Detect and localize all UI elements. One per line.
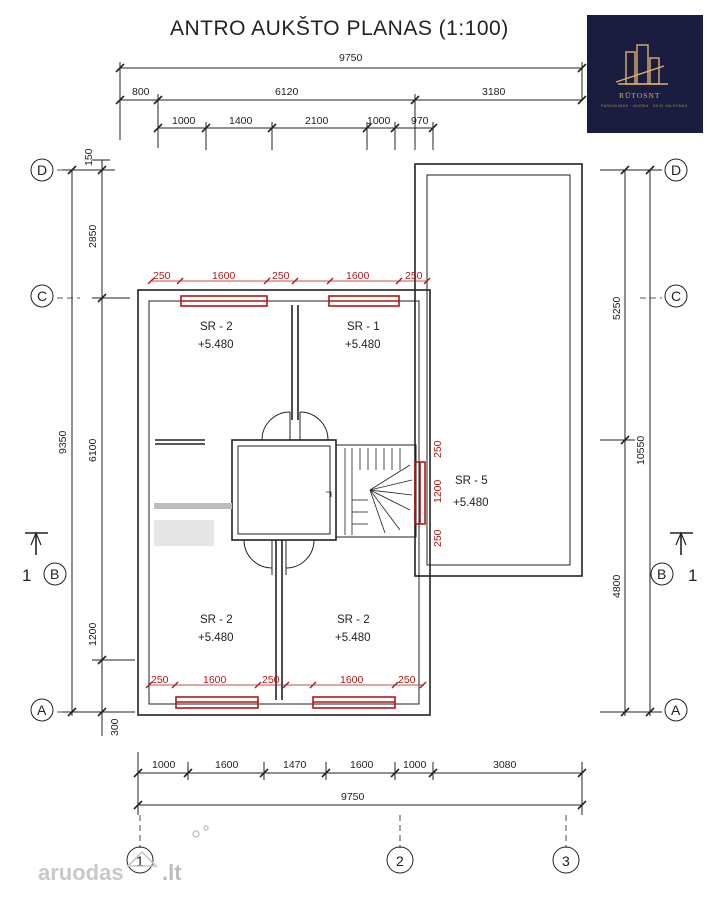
dim-top-1000b: 1000: [367, 115, 391, 127]
dim-right-4800: 4800: [611, 574, 623, 598]
company-logo: RŪTOSNT PARDAVIMAS · NUOMA · ŪKIO VALDYM…: [587, 15, 703, 133]
top-dimension-lines: [115, 62, 587, 150]
blur-patch: [154, 520, 214, 546]
dim-bottom-1600b: 1600: [350, 759, 374, 771]
win-dim-tr-250: 250: [405, 270, 423, 282]
right-dimension-lines: [600, 165, 662, 717]
bottom-dimension-lines: [133, 752, 587, 815]
logo-name: RŪTOSNT: [619, 91, 660, 100]
grid-axis-lines: [57, 169, 662, 848]
room-level: +5.480: [453, 497, 489, 509]
win-dim-side-250a: 250: [432, 440, 444, 458]
win-dim-bl-250a: 250: [151, 674, 169, 686]
axis-label-a-left: A: [37, 702, 47, 718]
room-level: +5.480: [198, 339, 234, 351]
dim-top-total: 9750: [339, 52, 363, 64]
axis-label-a-right: A: [671, 702, 681, 718]
axis-markers: [30, 158, 688, 874]
room-level: +5.480: [335, 632, 371, 644]
win-dim-br-250: 250: [398, 674, 416, 686]
axis-label-b-right: B: [657, 566, 666, 582]
dim-bottom-total: 9750: [341, 791, 365, 803]
section-label-right: 1: [688, 566, 697, 585]
axis-label-3: 3: [562, 853, 570, 869]
dim-top-6120: 6120: [275, 86, 299, 98]
dim-top-3180: 3180: [482, 86, 506, 98]
win-dim-bl-250b: 250: [262, 674, 280, 686]
dim-left-2850: 2850: [87, 224, 99, 248]
section-markers: [25, 531, 693, 555]
dim-right-5250: 5250: [611, 296, 623, 320]
dim-top-1400: 1400: [229, 115, 253, 127]
room-code: SR - 2: [200, 614, 233, 626]
axis-label-b-left: B: [50, 566, 59, 582]
room-level: +5.480: [345, 339, 381, 351]
dim-top-800: 800: [132, 86, 150, 98]
door-swings: [243, 411, 329, 575]
plan-title: ANTRO AUKŠTO PLANAS (1:100): [170, 17, 509, 40]
axis-label-1: 1: [136, 853, 144, 869]
building-walls: [137, 163, 583, 716]
dim-bottom-1600a: 1600: [215, 759, 239, 771]
section-label-left: 1: [22, 566, 31, 585]
axis-label-2: 2: [396, 853, 404, 869]
dim-top-970: 970: [411, 115, 429, 127]
dim-bottom-3080: 3080: [493, 759, 517, 771]
watermark: aruodas .lt: [38, 825, 209, 885]
watermark-domain: .lt: [162, 860, 182, 885]
windows: [145, 277, 431, 709]
win-dim-br-1600: 1600: [340, 674, 364, 686]
dim-left-300: 300: [109, 718, 121, 736]
win-dim-tl-250a: 250: [153, 270, 171, 282]
win-dim-tr-1600: 1600: [346, 270, 370, 282]
dim-right-10550: 10550: [635, 436, 647, 465]
axis-label-c-left: C: [37, 288, 47, 304]
dim-bottom-1470: 1470: [283, 759, 307, 771]
win-dim-side-250b: 250: [432, 529, 444, 547]
dim-left-9350: 9350: [57, 430, 69, 454]
dim-top-2100: 2100: [305, 115, 329, 127]
room-code: SR - 1: [347, 321, 380, 333]
win-dim-tl-250b: 250: [272, 270, 290, 282]
dim-left-1200: 1200: [87, 622, 99, 646]
watermark-house-icon: [126, 825, 209, 867]
staircase: [326, 448, 413, 535]
axis-label-d-right: D: [671, 162, 681, 178]
win-dim-side-1200: 1200: [432, 479, 444, 503]
win-dim-bl-1600: 1600: [203, 674, 227, 686]
room-level: +5.480: [198, 632, 234, 644]
logo-building-icon: [615, 44, 668, 85]
watermark-text: aruodas: [38, 860, 124, 885]
dim-bottom-1000a: 1000: [152, 759, 176, 771]
room-code: SR - 2: [200, 321, 233, 333]
dim-bottom-1000b: 1000: [403, 759, 427, 771]
dim-left-150: 150: [83, 148, 95, 166]
logo-tagline: PARDAVIMAS · NUOMA · ŪKIO VALDYMAS: [601, 104, 688, 108]
win-dim-tl-1600: 1600: [212, 270, 236, 282]
smudge: [154, 503, 232, 509]
axis-label-d-left: D: [37, 162, 47, 178]
dim-top-1000a: 1000: [172, 115, 196, 127]
dim-left-6100: 6100: [87, 438, 99, 462]
axis-label-c-right: C: [671, 288, 681, 304]
room-code: SR - 2: [337, 614, 370, 626]
room-code: SR - 5: [455, 475, 488, 487]
